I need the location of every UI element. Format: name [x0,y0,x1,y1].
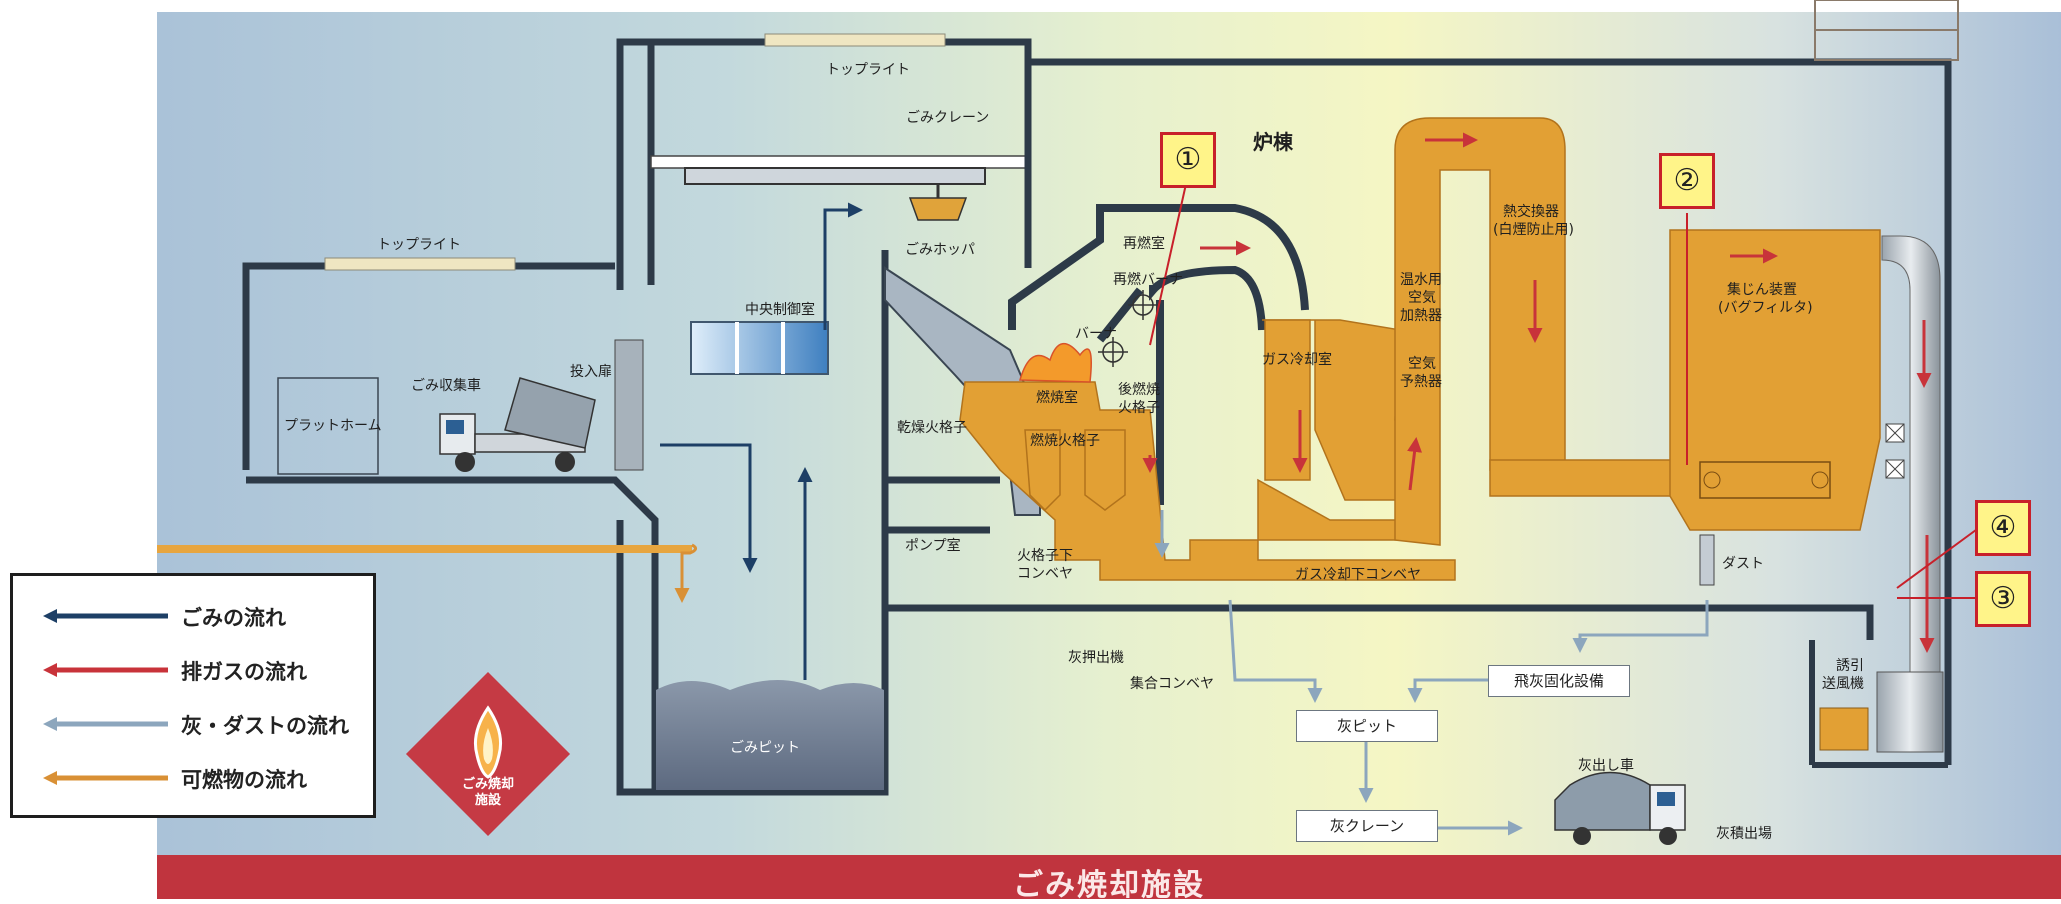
label-induced-fan-1: 誘引 [1836,658,1864,674]
page-title: ごみ焼却施設 [1013,868,1205,903]
marker-4: ④ [1975,500,2031,556]
furnace-walls [1008,204,1309,505]
emblem: ごみ焼却 施設 [405,671,571,837]
label-hot-water-air-2: 空気 [1408,290,1436,306]
label-toplight-left: トップライト [377,237,461,253]
label-post-grate-2: 火格子 [1118,400,1160,416]
ash-pit-box: 灰ピット [1296,710,1438,742]
legend-label-combustible: 可燃物の流れ [181,768,307,792]
fly-ash-box: 飛灰固化設備 [1488,665,1630,697]
garbage-truck [439,377,596,472]
footer-banner: ごみ焼却施設 [157,855,2061,903]
fan-motor [1819,707,1869,751]
label-grate-conveyor-1: 火格子下 [1017,548,1073,564]
label-bag-filter-2: (バグフィルタ) [1718,300,1813,316]
label-post-grate-1: 後燃焼 [1118,382,1160,398]
label-furnace-building: 炉棟 [1253,130,1293,154]
ash-truck [1554,771,1686,845]
marker-3: ③ [1975,571,2031,627]
waste-flow [660,202,863,680]
label-control-room: 中央制御室 [745,302,815,318]
legend-label-exhaust: 排ガスの流れ [181,660,307,684]
dampers [1885,423,1905,479]
marker-leaders [1149,174,1981,599]
legend-label-ash: 灰・ダストの流れ [181,714,349,738]
legend-item-waste: ごみの流れ [13,596,373,636]
toplight-top [764,33,946,47]
ash-flow [1154,510,1709,836]
exhaust-flow [1142,132,1935,653]
fire [1019,343,1092,383]
legend-label-waste: ごみの流れ [181,606,286,630]
emblem-label-2: 施設 [474,793,501,808]
label-door: 投入扉 [570,364,612,380]
label-heat-exchanger-2: (白煙防止用) [1493,222,1574,238]
label-air-preheater-2: 予熱器 [1400,374,1442,390]
label-truck: ごみ収集車 [411,378,481,394]
label-bag-filter-1: 集じん装置 [1727,282,1797,298]
label-combustion-room: 燃焼室 [1036,390,1078,406]
label-collect-conveyor: 集合コンベヤ [1130,676,1214,692]
label-hopper: ごみホッパ [905,242,975,258]
platform-box [277,377,379,475]
legend: ごみの流れ 排ガスの流れ 灰・ダストの流れ 可燃物の流れ [10,573,376,818]
bag-filter-hopper [1699,461,1831,586]
legend-item-exhaust: 排ガスの流れ [13,650,373,690]
label-gas-cool-conveyor: ガス冷却下コンベヤ [1295,567,1421,583]
label-gas-cool-room: ガス冷却室 [1262,352,1332,368]
label-ash-pusher: 灰押出機 [1068,650,1124,666]
label-induced-fan-2: 送風機 [1822,676,1864,692]
label-toplight-top: トップライト [826,62,910,78]
label-hot-water-air-1: 温水用 [1400,272,1442,288]
toplight-left [324,257,516,271]
label-heat-exchanger-1: 熱交換器 [1503,204,1559,220]
furnace-building [885,58,1952,765]
label-air-preheater-1: 空気 [1408,356,1436,372]
furnace-body [959,117,1881,581]
flame-icon [473,705,503,779]
label-platform: プラットホーム [284,418,382,434]
marker-1: ① [1160,132,1216,188]
label-dust: ダスト [1722,556,1764,572]
label-dry-grate: 乾燥火格子 [897,420,967,436]
label-pit: ごみピット [730,740,800,756]
label-pump-room: ポンプ室 [905,538,961,554]
label-crane: ごみクレーン [906,110,990,126]
control-room [690,321,829,375]
label-hot-water-air-3: 加熱器 [1400,308,1442,324]
label-burner: バーナ [1075,326,1117,342]
marker-2: ② [1659,153,1715,209]
ash-crane-box: 灰クレーン [1296,810,1438,842]
waste-pit [656,680,884,790]
label-grate-conveyor-2: コンベヤ [1017,566,1073,582]
label-ash-truck: 灰出し車 [1578,758,1634,774]
legend-item-combustible: 可燃物の流れ [13,758,373,798]
label-ash-yard: 灰積出場 [1716,826,1772,842]
legend-arrow-ash [43,717,168,731]
burner-symbols [1098,290,1158,367]
legend-arrow-exhaust [43,663,168,677]
legend-item-ash: 灰・ダストの流れ [13,704,373,744]
induced-fan [1876,671,1944,753]
legend-arrow-waste [43,609,168,623]
label-reburn-burner: 再燃バーナ [1113,272,1183,288]
combustible-flow [157,543,697,603]
label-burn-grate: 燃焼火格子 [1030,433,1100,449]
legend-arrow-combustible [43,771,168,785]
hopper [884,266,1041,516]
chute-door [614,339,644,471]
emblem-label-1: ごみ焼却 [461,777,514,792]
label-reburn-room: 再燃室 [1123,236,1165,252]
